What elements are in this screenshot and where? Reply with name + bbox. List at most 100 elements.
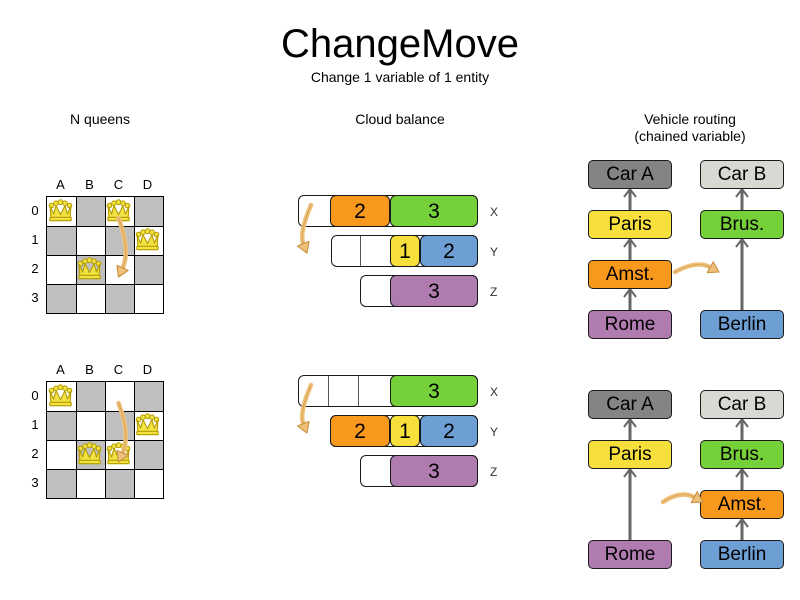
route-node-berlin[interactable]: Berlin	[700, 310, 784, 339]
route-node-berlin[interactable]: Berlin	[700, 540, 784, 569]
cloud-process-x-1[interactable]: 3	[390, 375, 478, 407]
board-cell-c2[interactable]	[105, 255, 134, 284]
board-cell-a2[interactable]	[47, 255, 76, 284]
board-cell-b3[interactable]	[76, 469, 105, 498]
board-gridline-h	[47, 284, 163, 285]
board-cell-b0[interactable]	[76, 382, 105, 411]
cloud-process-x-1[interactable]: 2	[330, 195, 390, 227]
route-node-carb[interactable]: Car B	[700, 390, 784, 419]
column-heading-cloud-balance: Cloud balance	[355, 111, 445, 127]
queen-a0[interactable]	[46, 381, 75, 410]
board-cell-a3[interactable]	[47, 284, 76, 313]
cloud-capacity-divider	[328, 376, 330, 406]
page-title: ChangeMove	[281, 22, 519, 66]
board-cell-b3[interactable]	[76, 284, 105, 313]
cloud-capacity-divider	[358, 376, 360, 406]
route-node-cara[interactable]: Car A	[588, 390, 672, 419]
queen-d1[interactable]	[133, 225, 162, 254]
cloud-computer-label-x: X	[490, 385, 499, 399]
column-heading-nqueens: N queens	[70, 111, 130, 127]
cloud-process-z-1[interactable]: 3	[390, 455, 478, 487]
cloud-process-z-1[interactable]: 3	[390, 275, 478, 307]
board-cell-c3[interactable]	[105, 284, 134, 313]
board-gridline-h	[47, 255, 163, 256]
route-node-paris[interactable]: Paris	[588, 440, 672, 469]
cloud-process-x-2[interactable]: 3	[390, 195, 478, 227]
queen-c2[interactable]	[104, 439, 133, 468]
cloud-process-y-1[interactable]: 2	[330, 415, 390, 447]
board-cell-c1[interactable]	[105, 411, 134, 440]
queen-b2[interactable]	[75, 439, 104, 468]
route-node-carb[interactable]: Car B	[700, 160, 784, 189]
board-cell-a2[interactable]	[47, 440, 76, 469]
board-cell-d2[interactable]	[134, 440, 163, 469]
cloud-computer-label-z: Z	[490, 285, 498, 299]
board-file-label-d: D	[142, 362, 153, 377]
board-cell-d0[interactable]	[134, 382, 163, 411]
board-cell-c1[interactable]	[105, 226, 134, 255]
board-cell-a3[interactable]	[47, 469, 76, 498]
board-rank-label-2: 2	[31, 261, 39, 276]
routing-heading-line1: Vehicle routing	[644, 111, 736, 127]
board-gridline-h	[47, 440, 163, 441]
cloud-computer-label-y: Y	[490, 245, 499, 259]
route-node-paris[interactable]: Paris	[588, 210, 672, 239]
chain-link-arrow	[623, 467, 637, 540]
board-cell-b1[interactable]	[76, 226, 105, 255]
board-cell-b0[interactable]	[76, 197, 105, 226]
board-file-label-b: B	[85, 177, 94, 192]
route-node-cara[interactable]: Car A	[588, 160, 672, 189]
board-cell-c0[interactable]	[105, 382, 134, 411]
cloud-computer-label-z: Z	[490, 465, 498, 479]
queen-d1[interactable]	[133, 410, 162, 439]
board-cell-d3[interactable]	[134, 284, 163, 313]
board-rank-label-2: 2	[31, 446, 39, 461]
queen-a0[interactable]	[46, 196, 75, 225]
chain-link-arrow	[735, 417, 749, 440]
chain-link-arrow	[623, 287, 637, 310]
cloud-process-y-1[interactable]: 1	[390, 235, 420, 267]
routing-heading-line2: (chained variable)	[634, 128, 746, 144]
board-cell-a1[interactable]	[47, 411, 76, 440]
chain-link-arrow	[623, 417, 637, 440]
board-cell-d3[interactable]	[134, 469, 163, 498]
board-cell-c3[interactable]	[105, 469, 134, 498]
board-cell-b1[interactable]	[76, 411, 105, 440]
board-file-label-a: A	[56, 362, 65, 377]
cloud-computer-label-x: X	[490, 205, 499, 219]
column-heading-vehicle-routing: Vehicle routing (chained variable)	[600, 111, 780, 145]
chain-link-arrow	[735, 467, 749, 490]
route-node-amst[interactable]: Amst.	[588, 260, 672, 289]
board-cell-d2[interactable]	[134, 255, 163, 284]
queen-c0[interactable]	[104, 196, 133, 225]
board-file-label-b: B	[85, 362, 94, 377]
chain-link-arrow	[735, 237, 749, 310]
route-node-brus[interactable]: Brus.	[700, 210, 784, 239]
cloud-process-y-2[interactable]: 2	[420, 235, 478, 267]
route-node-amst[interactable]: Amst.	[700, 490, 784, 519]
queen-b2[interactable]	[75, 254, 104, 283]
board-gridline-h	[47, 469, 163, 470]
board-file-label-a: A	[56, 177, 65, 192]
board-cell-a1[interactable]	[47, 226, 76, 255]
board-file-label-c: C	[113, 362, 124, 377]
board-cell-d0[interactable]	[134, 197, 163, 226]
cloud-process-y-2[interactable]: 1	[390, 415, 420, 447]
route-node-rome[interactable]: Rome	[588, 540, 672, 569]
route-node-brus[interactable]: Brus.	[700, 440, 784, 469]
route-node-rome[interactable]: Rome	[588, 310, 672, 339]
cloud-process-y-3[interactable]: 2	[420, 415, 478, 447]
board-rank-label-0: 0	[31, 388, 39, 403]
